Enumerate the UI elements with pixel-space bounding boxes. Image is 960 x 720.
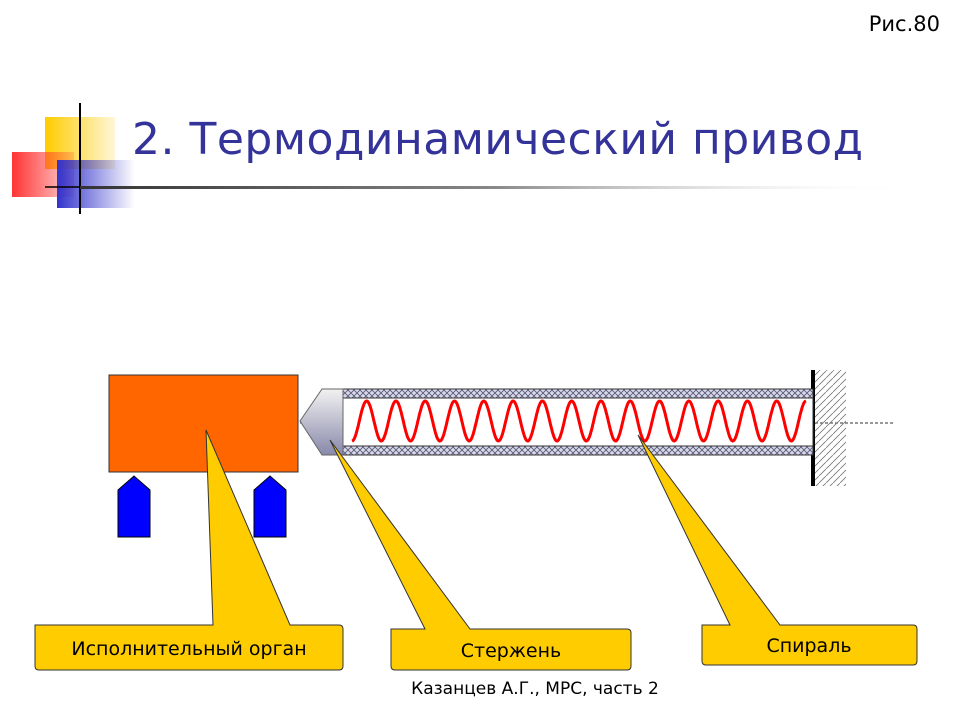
callout-rod-label: Стержень [461, 640, 562, 662]
callout-actuator-label: Исполнительный орган [71, 638, 306, 660]
callout-actuator: Исполнительный орган [34, 429, 344, 671]
callout-spiral-label: Спираль [766, 635, 851, 657]
figure-number: Рис.80 [868, 12, 940, 36]
wall-hatching [814, 370, 846, 486]
logo-blue-square [57, 160, 135, 208]
actuator-body [108, 374, 299, 473]
title-underline [80, 186, 910, 189]
footer-author: Казанцев А.Г., МРС, часть 2 [411, 679, 659, 699]
callout-rod: Стержень [329, 439, 632, 671]
callout-rod-shape [329, 439, 632, 671]
callout-actuator-shape [34, 429, 344, 671]
rod-tip [299, 388, 344, 456]
heating-spiral [351, 399, 807, 443]
slide-title: 2. Термодинамический привод [132, 114, 864, 165]
callout-spiral: Спираль [637, 434, 918, 666]
slide-logo-decoration [12, 103, 135, 214]
left-support-block [117, 475, 151, 538]
right-support-block [253, 475, 287, 538]
callout-spiral-shape [637, 434, 918, 666]
